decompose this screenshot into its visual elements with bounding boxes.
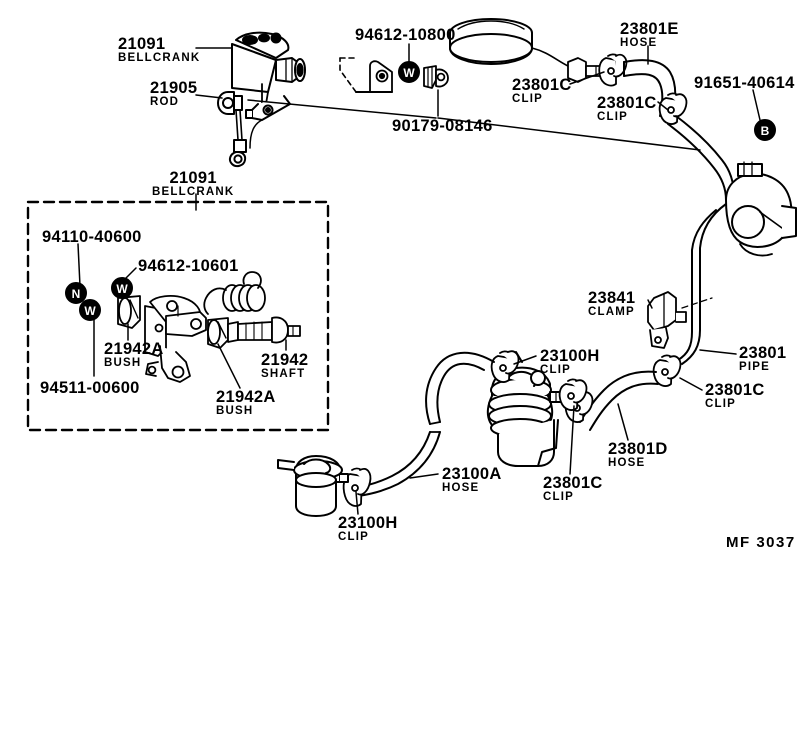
bellcrank-exploded-art <box>144 295 207 383</box>
label-clip-94612-10601: 94612-10601 <box>138 257 239 275</box>
clip-cluster-90179 <box>423 65 449 89</box>
clip-23801c-right-art <box>652 354 682 387</box>
label-clip-23100h-top: 23100H CLIP <box>540 347 600 376</box>
label-nut-94110-40600: 94110-40600 <box>42 228 142 246</box>
label-bolt-90179-08146: 90179-08146 <box>392 117 493 135</box>
label-clip-23801c-top: 23801C CLIP <box>512 76 572 105</box>
fuel-filter-assembly <box>277 455 349 517</box>
label-bellcrank-main: 21091 BELLCRANK <box>118 35 201 64</box>
clip-23801c-top-art <box>598 53 628 87</box>
clip-23801c-pump-art <box>558 378 588 411</box>
clip-23100h-bottom-art <box>342 467 372 507</box>
svg-text:W: W <box>403 66 415 80</box>
label-hose-23801d: 23801D HOSE <box>608 440 668 469</box>
bush-shaft-art <box>117 295 301 349</box>
label-shaft-21942: 21942 SHAFT <box>261 351 309 380</box>
label-hose-23100a: 23100A HOSE <box>442 465 502 494</box>
label-bellcrank-inset: 21091 BELLCRANK <box>152 169 235 198</box>
svg-text:W: W <box>116 282 128 296</box>
label-clip-94612-10800: 94612-10800 <box>355 26 456 44</box>
label-clamp-23841: 23841 CLAMP <box>588 289 636 318</box>
label-bush-21942a-center: 21942A BUSH <box>216 388 276 417</box>
leader-lines <box>77 43 761 515</box>
mount-bracket-top <box>339 57 393 93</box>
label-bolt-91651-40614: 91651-40614 <box>694 74 795 92</box>
figure-code: MF 3037 <box>726 534 796 551</box>
rod-21905 <box>217 91 247 168</box>
bellcrank-assembly-top <box>231 31 306 121</box>
clip-23801c-second-art <box>658 92 688 125</box>
label-clip-23801c-bottom: 23801C CLIP <box>543 474 603 503</box>
return-spring-art <box>203 271 266 315</box>
label-pipe-23801: 23801 PIPE <box>739 344 787 373</box>
marker-glyph-layer: W B N W W <box>72 66 770 318</box>
grommet-cap <box>449 18 533 65</box>
label-clip-23801c-right: 23801C CLIP <box>705 381 765 410</box>
label-bush-21942a-left: 21942A BUSH <box>104 340 164 369</box>
clamp-23841-art <box>647 291 687 349</box>
circled-markers <box>65 61 776 321</box>
svg-text:N: N <box>72 287 81 301</box>
label-clip-23100h-bottom: 23100H CLIP <box>338 514 398 543</box>
label-rod: 21905 ROD <box>150 79 198 108</box>
inset-dashed-border <box>26 200 330 432</box>
pipe-upper-run <box>667 115 735 201</box>
hose-23100a-art <box>425 351 495 425</box>
label-clip-23801c-two: 23801C CLIP <box>597 94 657 123</box>
canister-assembly <box>725 161 797 257</box>
svg-text:B: B <box>761 124 770 138</box>
fuel-pump-assembly <box>486 351 567 467</box>
clip-23100h-top-art <box>490 350 520 383</box>
label-hose-23801e: 23801E HOSE <box>620 20 679 49</box>
label-washer-94511-00600: 94511-00600 <box>40 379 140 397</box>
svg-text:W: W <box>84 304 96 318</box>
pipe-23801-run <box>677 203 727 365</box>
